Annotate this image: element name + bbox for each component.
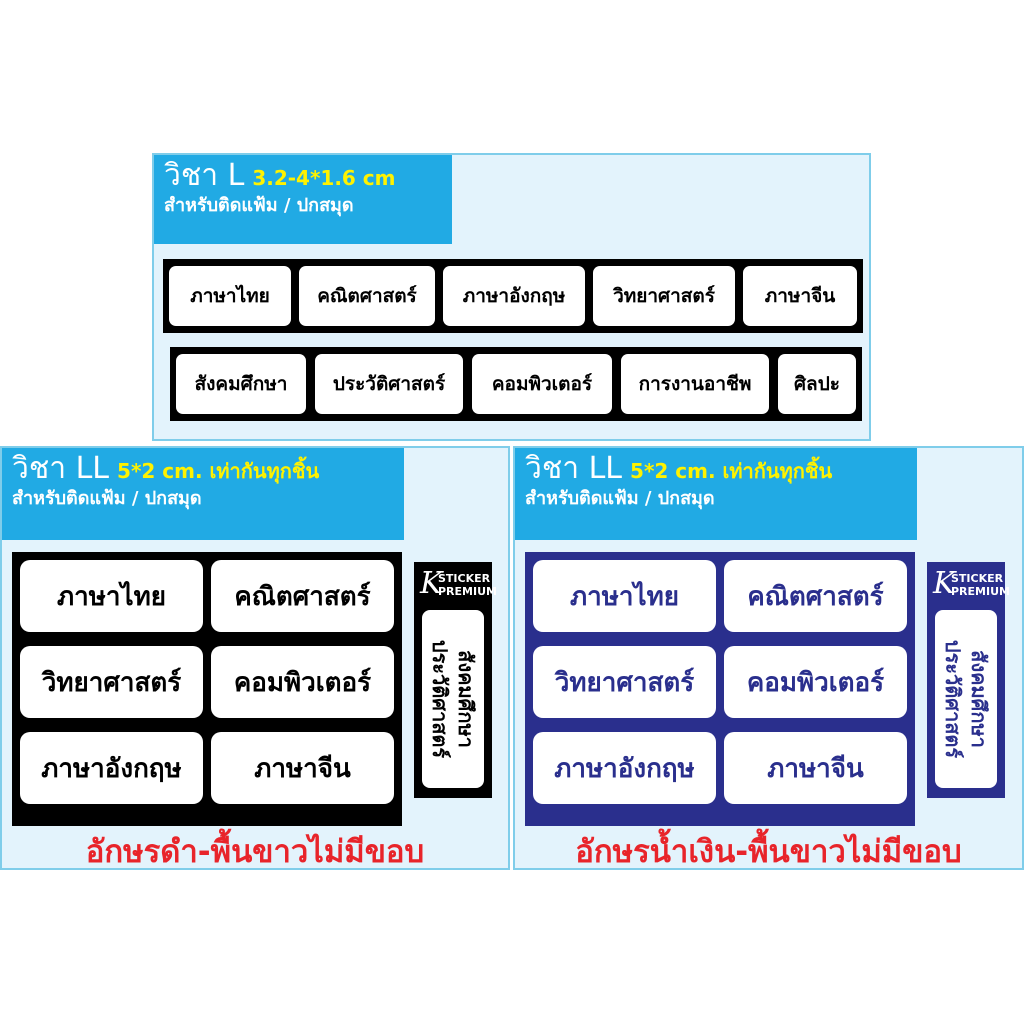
panel-l-header: วิชา L 3.2-4*1.6 cm สำหรับติดแฟ้ม / ปกสมุ…	[154, 155, 452, 244]
panel-ll-blue-size: 5*2 cm. เท่ากันทุกชิ้น	[630, 459, 833, 483]
sticker-label: คณิตศาสตร์	[211, 560, 394, 632]
sticker-label: วิทยาศาสตร์	[533, 646, 716, 718]
vertical-label-line2: ประวัติศาสตร์	[428, 639, 453, 759]
sticker-sheet-black: ภาษาไทย คณิตศาสตร์ วิทยาศาสตร์ คอมพิวเตอ…	[12, 552, 402, 826]
vertical-label-line2: ประวัติศาสตร์	[941, 639, 966, 759]
sticker-label: สังคมศึกษา	[176, 354, 306, 414]
panel-l-subtitle: สำหรับติดแฟ้ม / ปกสมุด	[164, 195, 354, 216]
panel-ll-black-title: วิชา LL	[12, 451, 110, 486]
logo-k: K	[933, 566, 956, 601]
sticker-label: ภาษาอังกฤษ	[20, 732, 203, 804]
sticker-label: การงานอาชีพ	[621, 354, 769, 414]
logo-line1: STICKER	[438, 572, 491, 585]
panel-ll-black-subtitle: สำหรับติดแฟ้ม / ปกสมุด	[12, 488, 202, 509]
sticker-label: ประวัติศาสตร์	[315, 354, 463, 414]
sticker-label: ภาษาอังกฤษ	[533, 732, 716, 804]
vertical-label: สังคมศึกษา ประวัติศาสตร์	[935, 610, 997, 788]
panel-l-title: วิชา L	[164, 158, 245, 193]
sticker-label: ภาษาจีน	[724, 732, 907, 804]
sticker-label: คณิตศาสตร์	[724, 560, 907, 632]
sticker-label: วิทยาศาสตร์	[20, 646, 203, 718]
sticker-label: คอมพิวเตอร์	[724, 646, 907, 718]
sticker-label: ภาษาจีน	[211, 732, 394, 804]
panel-ll-blue: วิชา LL 5*2 cm. เท่ากันทุกชิ้น สำหรับติดแ…	[513, 446, 1024, 870]
sticker-strip-row-1: ภาษาไทย คณิตศาสตร์ ภาษาอังกฤษ วิทยาศาสตร…	[163, 259, 863, 333]
sticker-label: คณิตศาสตร์	[299, 266, 435, 326]
sticker-sheet-blue: ภาษาไทย คณิตศาสตร์ วิทยาศาสตร์ คอมพิวเตอ…	[525, 552, 915, 826]
sticker-label: ภาษาจีน	[743, 266, 857, 326]
panel-l: วิชา L 3.2-4*1.6 cm สำหรับติดแฟ้ม / ปกสมุ…	[152, 153, 871, 441]
panel-ll-black-size: 5*2 cm. เท่ากันทุกชิ้น	[117, 459, 320, 483]
sticker-label: ศิลปะ	[778, 354, 856, 414]
panel-ll-blue-caption: อักษรน้ำเงิน-พื้นขาวไม่มีขอบ	[575, 834, 962, 870]
sticker-label: ภาษาอังกฤษ	[443, 266, 585, 326]
sticker-label: คอมพิวเตอร์	[472, 354, 612, 414]
vertical-label-line1: สังคมศึกษา	[454, 650, 479, 748]
sticker-label: คอมพิวเตอร์	[211, 646, 394, 718]
panel-ll-black-caption: อักษรดำ-พื้นขาวไม่มีขอบ	[85, 834, 425, 870]
sticker-label: ภาษาไทย	[20, 560, 203, 632]
sticker-label: ภาษาไทย	[533, 560, 716, 632]
panel-ll-blue-header: วิชา LL 5*2 cm. เท่ากันทุกชิ้น สำหรับติดแ…	[515, 448, 917, 540]
logo-line2: PREMIUM	[951, 585, 1010, 598]
vertical-label: สังคมศึกษา ประวัติศาสตร์	[422, 610, 484, 788]
panel-l-size: 3.2-4*1.6 cm	[252, 166, 396, 190]
sticker-strip-row-2: สังคมศึกษา ประวัติศาสตร์ คอมพิวเตอร์ การ…	[170, 347, 862, 421]
panel-ll-black-header: วิชา LL 5*2 cm. เท่ากันทุกชิ้น สำหรับติดแ…	[2, 448, 404, 540]
sticker-label: วิทยาศาสตร์	[593, 266, 735, 326]
sticker-label: ภาษาไทย	[169, 266, 291, 326]
logo-line2: PREMIUM	[438, 585, 497, 598]
vertical-label-line1: สังคมศึกษา	[967, 650, 992, 748]
logo-k: K	[420, 566, 443, 601]
panel-ll-blue-subtitle: สำหรับติดแฟ้ม / ปกสมุด	[525, 488, 715, 509]
panel-ll-black: วิชา LL 5*2 cm. เท่ากันทุกชิ้น สำหรับติดแ…	[0, 446, 510, 870]
panel-ll-blue-title: วิชา LL	[525, 451, 623, 486]
logo-line1: STICKER	[951, 572, 1004, 585]
